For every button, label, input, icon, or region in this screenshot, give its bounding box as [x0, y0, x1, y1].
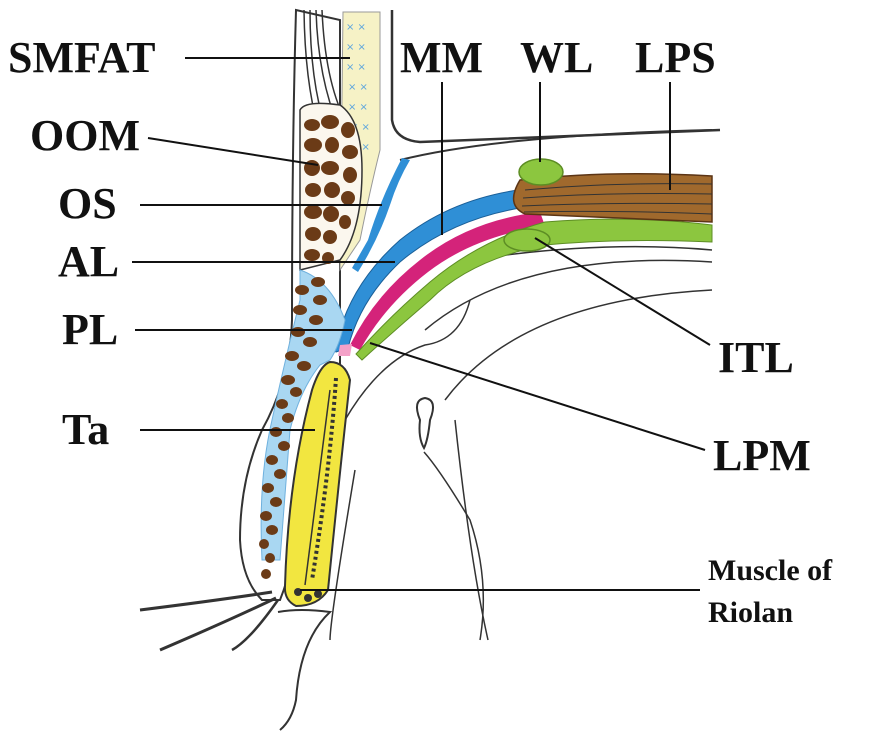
svg-text:× ×: × × — [348, 82, 368, 93]
label-itl: ITL — [718, 333, 794, 382]
label-ta: Ta — [62, 405, 109, 454]
label-oom: OOM — [30, 111, 140, 160]
lower-lid — [278, 610, 330, 730]
svg-text:× ×: × × — [346, 42, 366, 53]
label-lps: LPS — [635, 33, 716, 82]
label-pl: PL — [62, 305, 118, 354]
itl-oval — [504, 229, 550, 251]
labels: SMFAT MM WL LPS OOM OS AL PL Ta ITL LPM … — [8, 33, 833, 629]
svg-text:× ×: × × — [346, 62, 366, 73]
svg-text:× ×: × × — [348, 102, 368, 113]
label-smfat: SMFAT — [8, 33, 155, 82]
label-wl: WL — [520, 33, 593, 82]
label-riolan: Riolan — [708, 596, 793, 629]
label-lpm: LPM — [713, 431, 811, 480]
eyelashes — [140, 592, 278, 650]
muller-pink-tip — [338, 344, 352, 356]
label-muscle-of: Muscle of — [708, 554, 833, 587]
label-al: AL — [58, 237, 119, 286]
label-mm: MM — [400, 33, 483, 82]
leader-lines — [132, 58, 710, 590]
svg-text:× ×: × × — [346, 22, 366, 33]
whitnall-ligament — [519, 159, 563, 185]
label-os: OS — [58, 179, 117, 228]
